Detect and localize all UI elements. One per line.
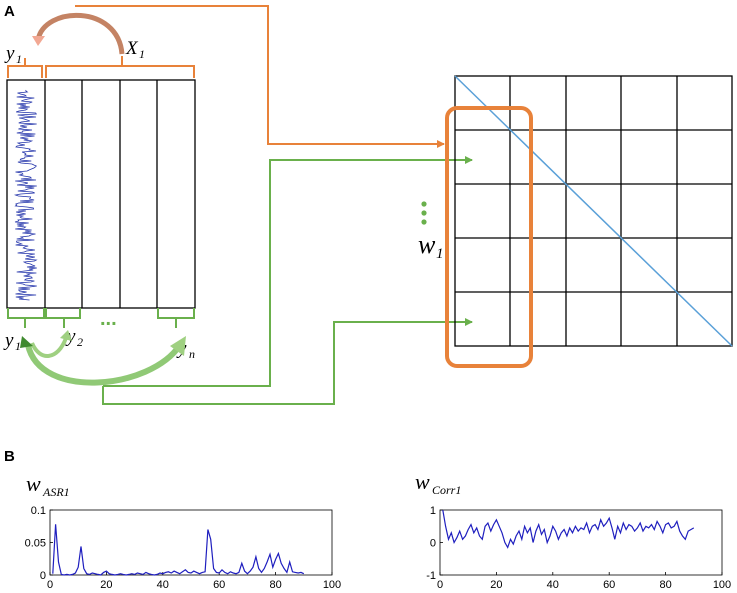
brace-y1-top [7,58,43,78]
svg-text:1: 1 [16,52,22,66]
vertical-ellipsis-dots [421,201,427,225]
svg-text:ASR1: ASR1 [42,485,70,499]
label-y1-top: y 1 [4,43,22,66]
svg-text:w: w [26,471,41,496]
chart2-xtick-label: 0 [437,579,443,591]
time-series-y1-squiggle [13,89,38,301]
chart2-series-line [442,509,695,549]
green-connector-line-upper [103,156,473,387]
svg-text:n: n [189,347,195,361]
chart2-ytick-label: 0 [430,538,436,550]
chart1-ytick-label: 0.1 [31,505,46,517]
first-column-highlight [445,106,533,368]
chart1-frame [49,509,333,576]
svg-text:1: 1 [15,339,21,353]
x1-to-y1-arrowhead [32,36,45,46]
chart1-xtick-label: 40 [157,579,169,591]
label-y2-bottom: y 2 [65,326,83,349]
chart1-xtick-label: 0 [47,579,53,591]
x1-to-y1-curved-arrow [35,12,125,55]
label-x1-top: X 1 [125,38,145,61]
chart1-xtick-label: 20 [100,579,112,591]
ellipsis-columns: ... [100,308,117,330]
svg-text:y: y [65,326,76,347]
chart1-ytick-label: 0 [40,570,46,582]
brace-y1-bottom [7,308,45,328]
svg-text:2: 2 [77,335,83,349]
chart1-xtick-label: 100 [323,579,341,591]
chart2-xtick-label: 100 [713,579,731,591]
label-y1-bottom: y 1 [3,330,21,353]
chart1-title: w ASR1 [26,471,70,499]
svg-text:X: X [125,38,139,59]
label-w1: w 1 [418,230,444,262]
chart2-ytick-label: 1 [430,505,436,517]
svg-text:1: 1 [436,246,444,262]
orange-connector-line [75,5,445,148]
chart2-xtick-label: 40 [547,579,559,591]
svg-text:1: 1 [139,47,145,61]
chart2-xtick-label: 80 [659,579,671,591]
panel-a-label: A [4,3,15,20]
data-matrix [6,79,196,309]
svg-text:Corr1: Corr1 [432,483,461,497]
chart2-frame [439,509,723,576]
y1-to-yn-curved-arrow [25,343,183,386]
chart-w-asr1: w ASR1 0 20 40 60 80 100 0 0.05 0.1 [25,471,342,591]
svg-text:y: y [3,330,14,351]
svg-text:y: y [4,43,15,64]
chart2-ytick-label: -1 [426,570,436,582]
yn-arrowhead [170,336,186,356]
chart2-xtick-label: 60 [603,579,615,591]
green-connector-line-lower [102,318,473,405]
svg-text:w: w [415,469,430,494]
weight-matrix-grid [454,75,733,347]
chart2-xtick-label: 20 [490,579,502,591]
y1-to-y2-curved-arrow [30,337,68,358]
matrix-diagonal [454,75,733,347]
brace-yn-bottom [157,308,195,328]
y2-arrowhead [60,330,72,341]
panel-b-label: B [4,448,15,465]
chart1-series-line [52,524,305,576]
brace-x1-top [45,56,195,78]
chart2-title: w Corr1 [415,469,461,497]
brace-y2-bottom [45,308,81,328]
chart1-ytick-label: 0.05 [25,538,46,550]
chart1-xtick-label: 60 [213,579,225,591]
chart1-xtick-label: 80 [269,579,281,591]
y1-arrowhead [20,336,33,348]
svg-text:w: w [418,230,436,259]
